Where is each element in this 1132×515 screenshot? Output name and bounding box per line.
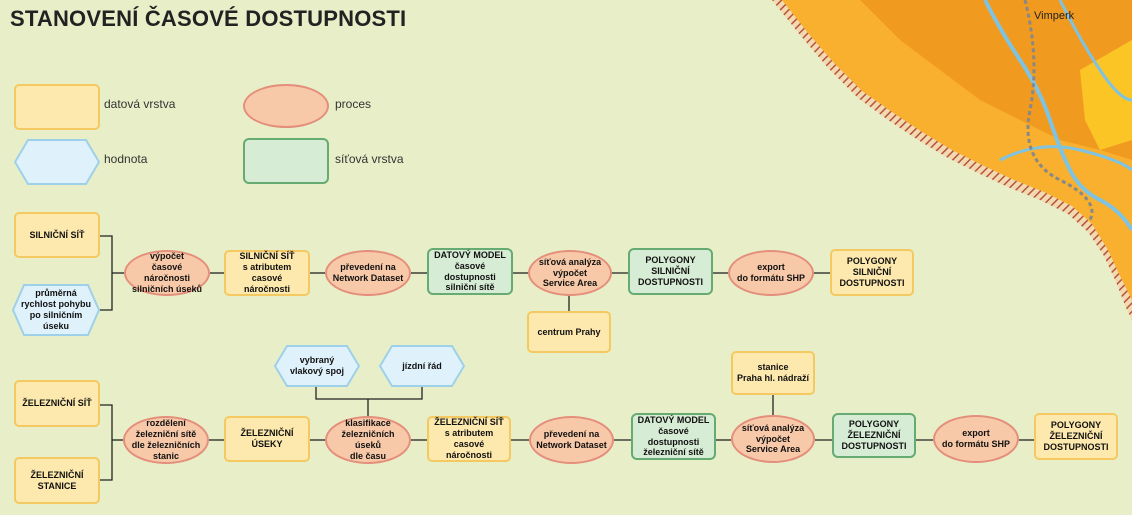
road-polygons-network: POLYGONY SILNIČNÍ DOSTUPNOSTI — [628, 248, 713, 295]
road-input-speed-label: průměrná rychlost pohybu po silničním ús… — [20, 288, 91, 331]
map-region-dark — [860, 0, 1132, 160]
rail-inputs-bracket — [315, 384, 423, 400]
rail-data-model: DATOVÝ MODEL časové dostupnosti železnič… — [631, 413, 716, 460]
rail-station-prague: stanice Praha hl. nádraží — [731, 351, 815, 395]
road-calc-process: výpočet časové náročnosti silničních úse… — [124, 250, 210, 296]
map-river-3 — [999, 145, 1132, 172]
road-network-attr: SILNIČNÍ SÍŤ s atributem casové náročnos… — [224, 250, 310, 296]
road-convert-process: převedení na Network Dataset — [325, 250, 411, 296]
road-export-process: export do formátu SHP — [728, 250, 814, 296]
legend-network-swatch — [243, 138, 329, 184]
legend-network-label: síťová vrstva — [335, 152, 404, 166]
map-town-label: Vimperk — [1034, 10, 1075, 22]
map-region-yellow — [1080, 40, 1132, 150]
legend-process-swatch — [243, 84, 329, 128]
road-input-speed: průměrná rychlost pohybu po silničním ús… — [12, 284, 100, 336]
legend-value-label: hodnota — [104, 152, 148, 166]
diagram-title: STANOVENÍ ČASOVÉ DOSTUPNOSTI — [10, 6, 407, 31]
rail-export-process: export do formátu SHP — [933, 415, 1019, 463]
rail-input-stations: ŽELEZNIČNÍ STANICE — [14, 457, 100, 504]
legend-process-label: proces — [335, 97, 372, 111]
rail-analysis-process: síťová analýza výpočet Service Area — [731, 415, 815, 463]
road-analysis-process: síťová analýza výpočet Service Area — [528, 250, 612, 296]
road-polygons-output: POLYGONY SILNIČNÍ DOSTUPNOSTI — [830, 249, 914, 296]
map-river-2 — [1058, 0, 1132, 102]
map-river — [983, 0, 1132, 232]
rail-split-process: rozdělení železniční sítě dle železniční… — [123, 416, 209, 464]
legend-value-swatch — [14, 139, 100, 185]
rail-join-bracket — [99, 404, 113, 481]
rail-classify-process: klasifikace železničních úseků dle času — [325, 416, 411, 464]
road-data-model: DATOVÝ MODEL časové dostupnosti silniční… — [427, 248, 513, 295]
road-center-prague: centrum Prahy — [527, 311, 611, 353]
rail-network-attr: ŽELEZNIČNÍ SÍŤ s atributem casové náročn… — [427, 416, 511, 462]
legend-data-label: datová vrstva — [104, 97, 176, 111]
rail-timetable-value: jízdní řád — [379, 345, 465, 387]
rail-segments: ŽELEZNIČNÍ ÚSEKY — [224, 416, 310, 462]
rail-train-value: vybraný vlakový spoj — [274, 345, 360, 387]
road-join-bracket — [99, 235, 113, 311]
rail-input-network: ŽELEZNIČNÍ SÍŤ — [14, 380, 100, 427]
road-input-network: SILNIČNÍ SÍŤ — [14, 212, 100, 258]
rail-polygons-output: POLYGONY ŽELEZNIČNÍ DOSTUPNOSTI — [1034, 413, 1118, 460]
rail-convert-process: převedení na Network Dataset — [529, 416, 614, 464]
rail-polygons-network: POLYGONY ŽELEZNIČNÍ DOSTUPNOSTI — [832, 413, 916, 458]
rail-timetable-label: jízdní řád — [402, 360, 442, 371]
map-railway — [1023, 0, 1094, 221]
legend-data-swatch — [14, 84, 100, 130]
rail-train-label: vybraný vlakový spoj — [289, 355, 345, 376]
